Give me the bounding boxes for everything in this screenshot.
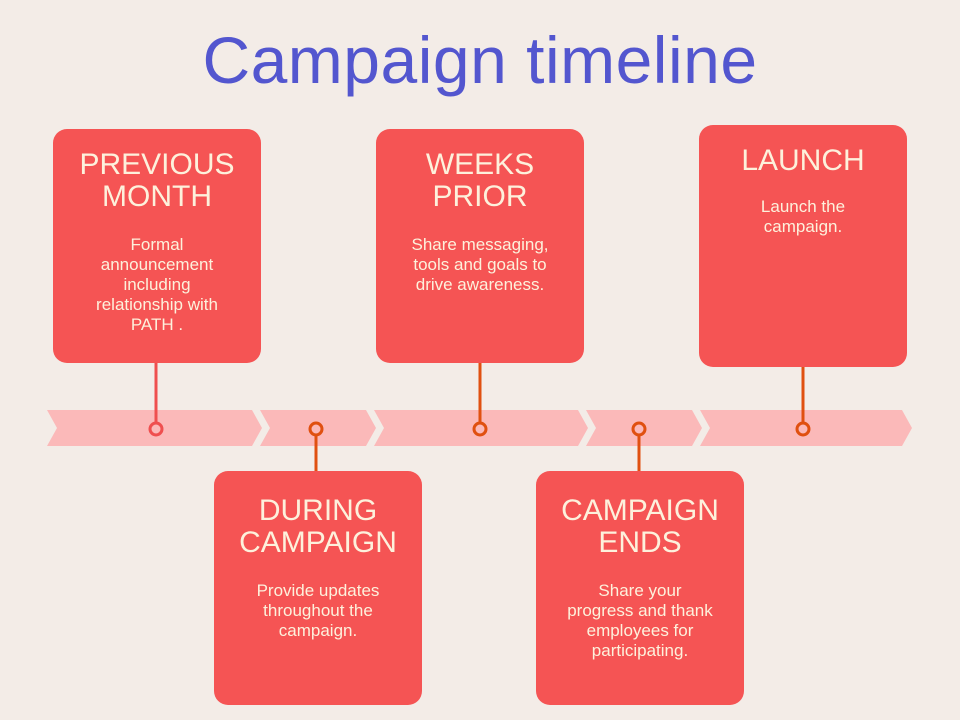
stage-card-campaign-ends: CAMPAIGN ENDS Share your progress and th… <box>536 471 744 705</box>
milestone-dot <box>472 421 488 437</box>
milestone-dot <box>795 421 811 437</box>
stage-description: Share your progress and thank employees … <box>567 581 713 660</box>
milestone-dot <box>308 421 324 437</box>
stage-heading: DURING CAMPAIGN <box>239 494 397 559</box>
stage-heading: CAMPAIGN ENDS <box>561 494 719 559</box>
page-title: Campaign timeline <box>202 23 758 97</box>
stage-description: Formal announcement including relationsh… <box>96 235 218 334</box>
milestone-dot <box>148 421 164 437</box>
stage-card-launch: LAUNCH Launch the campaign. <box>699 125 907 367</box>
milestone-dot <box>631 421 647 437</box>
stage-card-previous-month: PREVIOUS MONTH Formal announcement inclu… <box>53 129 261 363</box>
stage-description: Share messaging, tools and goals to driv… <box>411 235 549 294</box>
stage-description: Provide updates throughout the campaign. <box>256 581 380 640</box>
stage-heading: PREVIOUS MONTH <box>79 148 235 213</box>
stage-card-weeks-prior: WEEKS PRIOR Share messaging, tools and g… <box>376 129 584 363</box>
stage-description: Launch the campaign. <box>760 197 846 236</box>
stage-heading: WEEKS PRIOR <box>425 148 535 213</box>
stage-heading: LAUNCH <box>741 144 865 177</box>
stage-card-during-campaign: DURING CAMPAIGN Provide updates througho… <box>214 471 422 705</box>
